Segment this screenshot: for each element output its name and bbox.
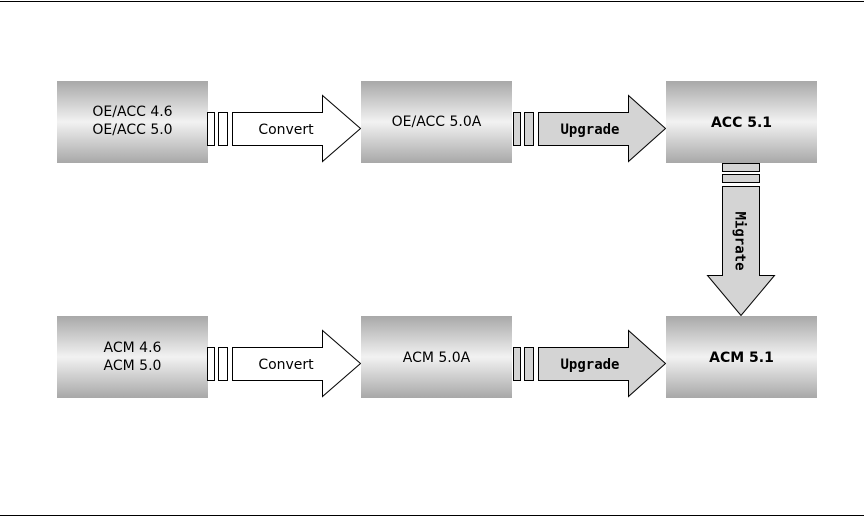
upgrade-arrow: Upgrade (514, 331, 666, 397)
upgrade-arrow: Upgrade (514, 96, 666, 162)
convert-arrow: Convert (208, 96, 361, 162)
box-line: ACM 5.1 (709, 350, 774, 366)
box-line: ACM 4.6 (104, 340, 162, 356)
box-oe-acc-legacy: OE/ACC 4.6 OE/ACC 5.0 (57, 81, 208, 163)
migrate-label: Migrate (732, 211, 748, 270)
convert-label: Convert (258, 122, 314, 138)
box-acm-5-0a: ACM 5.0A (361, 316, 512, 398)
convert-label: Convert (258, 357, 314, 373)
bottom-rule (0, 515, 864, 516)
box-acm-legacy: ACM 4.6 ACM 5.0 (57, 316, 208, 398)
box-line: ACC 5.1 (711, 115, 772, 131)
upgrade-label: Upgrade (560, 357, 619, 373)
box-acm-5-1: ACM 5.1 (666, 316, 817, 398)
migrate-arrow: Migrate (708, 164, 775, 316)
box-oe-acc-5-0a: OE/ACC 5.0A (361, 81, 512, 163)
convert-arrow: Convert (208, 331, 361, 397)
box-line: OE/ACC 5.0 (92, 122, 172, 138)
box-line: OE/ACC 4.6 (92, 104, 172, 120)
box-line: OE/ACC 5.0A (392, 114, 482, 130)
box-acc-5-1: ACC 5.1 (666, 81, 817, 163)
upgrade-label: Upgrade (560, 122, 619, 138)
box-line: ACM 5.0 (104, 358, 162, 374)
box-line: ACM 5.0A (403, 350, 471, 366)
